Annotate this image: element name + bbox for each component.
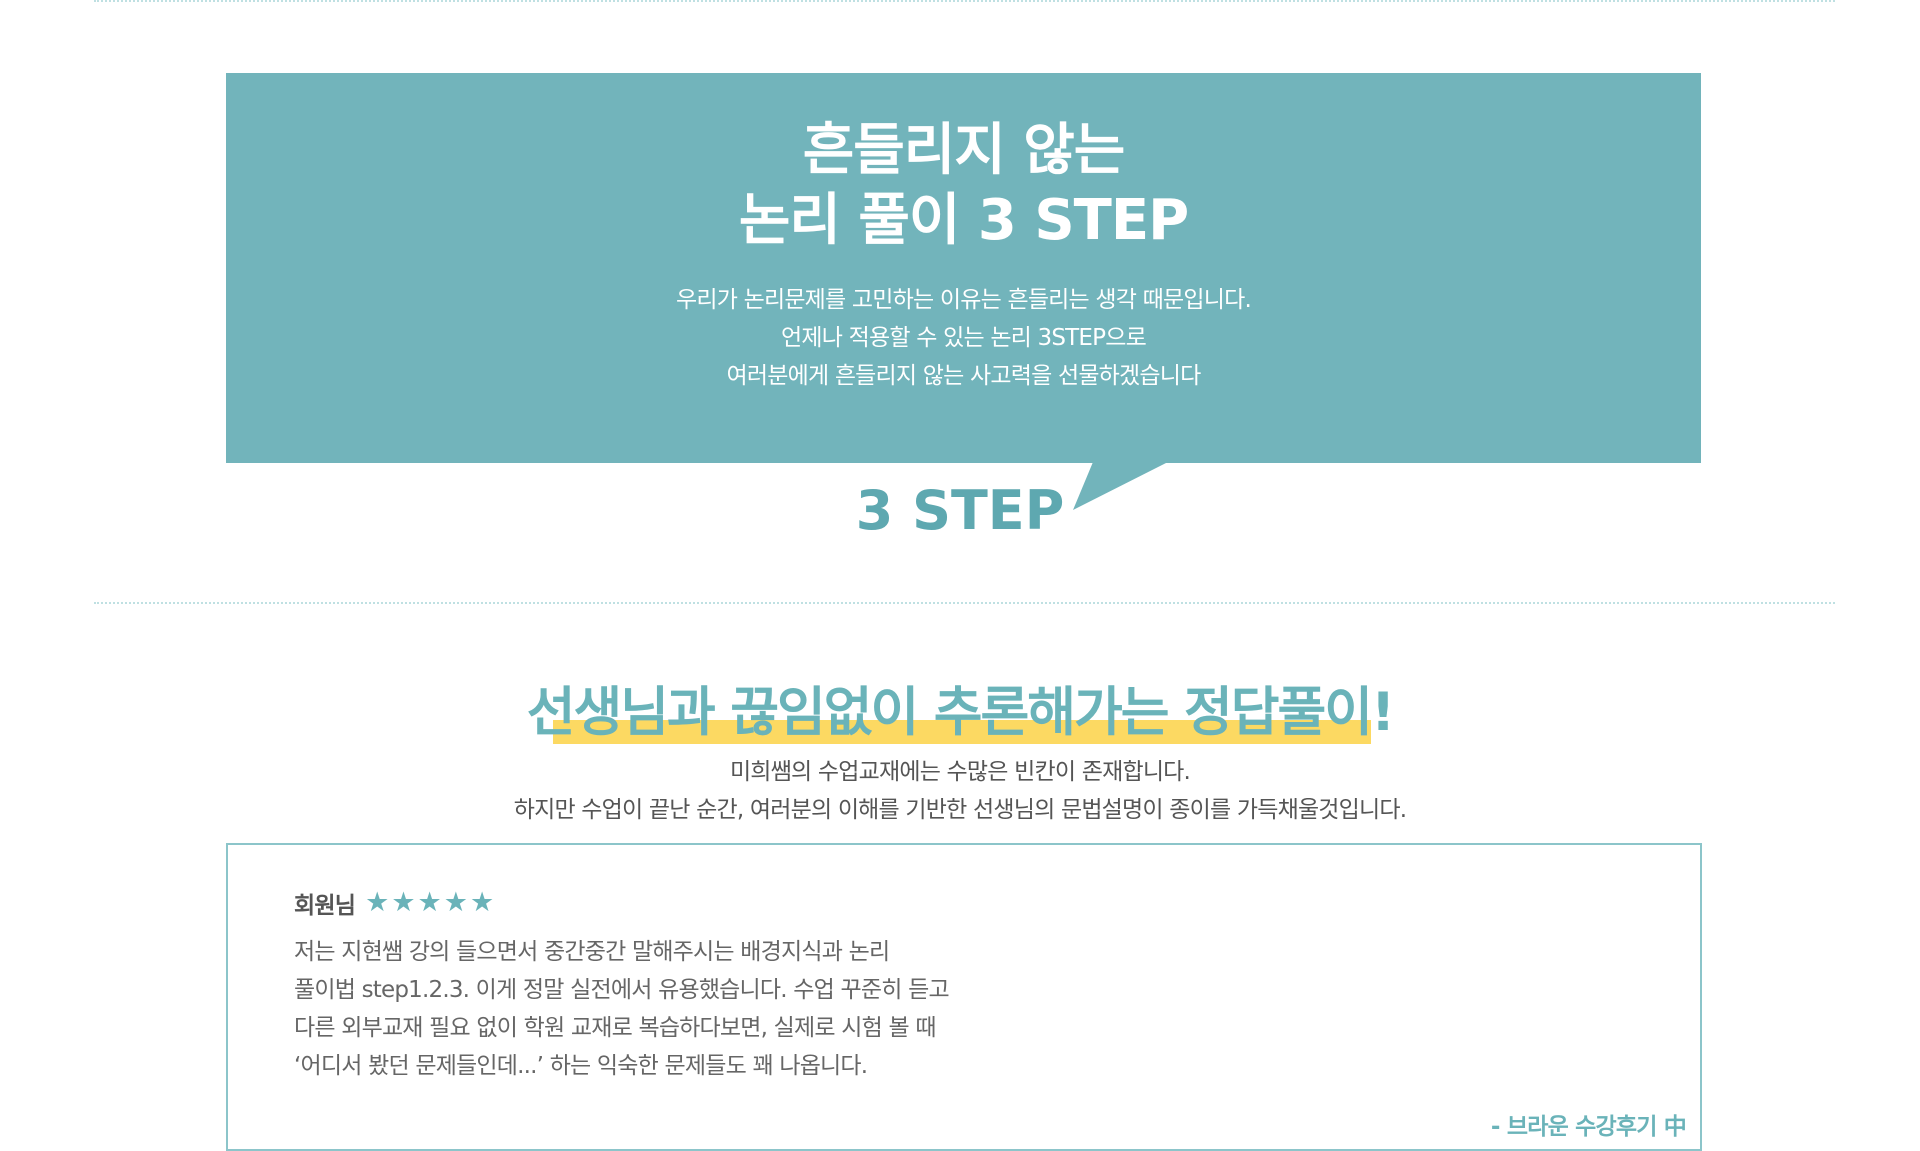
section-description-line1: 미희쌤의 수업교재에는 수많은 빈칸이 존재합니다. — [729, 759, 1191, 785]
review-text-line4: ‘어디서 봤던 문제들인데...’ 하는 익숙한 문제들도 꽤 나옵니다. — [294, 1053, 868, 1079]
review-text-line1: 저는 지현쌤 강의 들으면서 중간중간 말해주시는 배경지식과 논리 — [294, 939, 890, 965]
hero-title-line1: 흔들리지 않는 — [802, 118, 1126, 183]
star-icon: ★ — [443, 887, 468, 918]
reviewer-name: 회원님 — [294, 893, 356, 919]
section-description-line2: 하지만 수업이 끝난 순간, 여러분의 이해를 기반한 선생님의 문법설명이 종… — [513, 797, 1407, 823]
review-card: 회원님 ★ ★ ★ ★ ★ 저는 지현쌤 강의 들으면서 중간중간 말해주시는 … — [226, 843, 1702, 1151]
review-source: - 브라운 수강후기 中 — [1490, 1114, 1687, 1140]
review-text-line3: 다른 외부교재 필요 없이 학원 교재로 복습하다보면, 실제로 시험 볼 때 — [294, 1015, 937, 1041]
star-icon: ★ — [391, 887, 416, 918]
star-rating: ★ ★ ★ ★ ★ — [365, 888, 494, 918]
speech-bubble-tail — [1073, 462, 1168, 510]
section-title: 선생님과 끊임없이 추론해가는 정답풀이! — [526, 682, 1395, 743]
dotted-divider-middle — [94, 602, 1835, 604]
star-icon: ★ — [469, 887, 495, 918]
star-icon: ★ — [417, 887, 442, 918]
highlighted-title-wrap: 선생님과 끊임없이 추론해가는 정답풀이! — [526, 676, 1395, 750]
star-icon: ★ — [365, 887, 390, 918]
hero-description-line1: 우리가 논리문제를 고민하는 이유는 흔들리는 생각 때문입니다. — [676, 287, 1252, 313]
reviewer-header: 회원님 ★ ★ ★ ★ ★ — [294, 883, 494, 923]
section-heading: 선생님과 끊임없이 추론해가는 정답풀이! — [0, 676, 1920, 750]
dotted-divider-top — [94, 0, 1835, 2]
step-label: 3 STEP — [855, 479, 1065, 542]
hero-description-line3: 여러분에게 흔들리지 않는 사고력을 선물하겠습니다 — [726, 363, 1202, 389]
hero-banner: 흔들리지 않는 논리 풀이 3 STEP 우리가 논리문제를 고민하는 이유는 … — [226, 73, 1701, 463]
hero-description-line2: 언제나 적용할 수 있는 논리 3STEP으로 — [781, 325, 1147, 351]
review-text-line2: 풀이법 step1.2.3. 이게 정말 실전에서 유용했습니다. 수업 꾸준히… — [294, 977, 950, 1003]
hero-title-line2: 논리 풀이 3 STEP — [738, 188, 1189, 253]
yellow-highlight — [552, 720, 1372, 744]
